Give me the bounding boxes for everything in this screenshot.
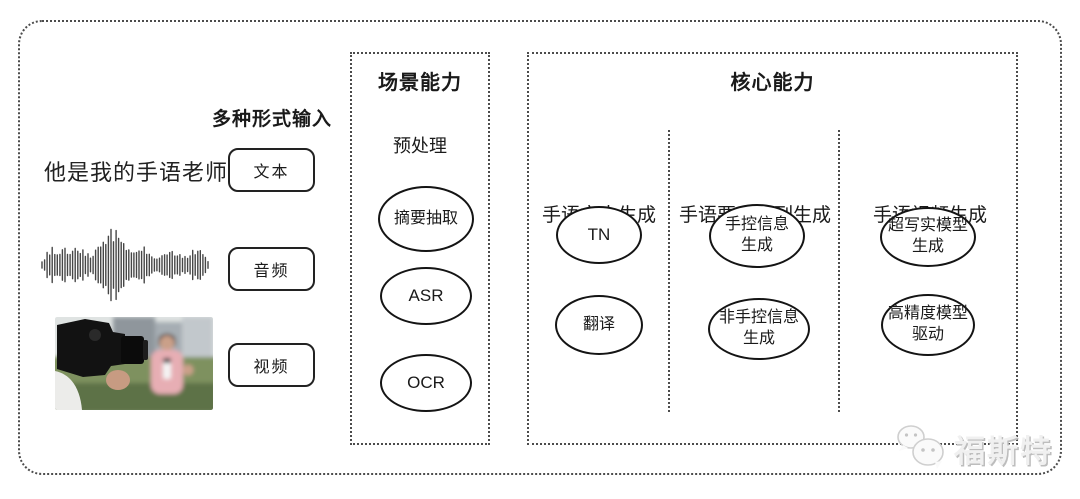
- input-box-text: 文本: [228, 148, 315, 192]
- node-tn: TN: [556, 206, 642, 264]
- input-box-video-label: 视频: [253, 359, 290, 376]
- input-box-audio: 音频: [228, 247, 315, 291]
- watermark: 福斯特: [894, 424, 1053, 472]
- column-divider-1: [668, 130, 670, 412]
- input-section-header: 多种形式输入: [212, 109, 333, 130]
- node-summary-extraction: 摘要抽取: [378, 186, 474, 252]
- core-panel-title: 核心能力: [730, 72, 815, 94]
- node-translation: 翻译: [555, 295, 643, 355]
- chat-bubbles-icon: [897, 425, 944, 469]
- node-translation-label: 翻译: [582, 315, 615, 333]
- node-manual-info-generation-label: 手控信息生成: [724, 216, 789, 254]
- column-divider-2: [838, 130, 840, 412]
- node-summary-extraction-label: 摘要抽取: [393, 209, 458, 227]
- input-box-text-label: 文本: [253, 164, 290, 181]
- node-non-manual-info-generation: 非手控信息生成: [708, 298, 810, 360]
- node-ocr-label: OCR: [407, 372, 445, 392]
- node-manual-info-generation: 手控信息生成: [709, 204, 805, 268]
- node-non-manual-info-generation-label: 非手控信息生成: [718, 309, 799, 347]
- node-asr: ASR: [380, 267, 472, 325]
- sample-sentence: 他是我的手语老师: [44, 160, 229, 185]
- audio-waveform-icon: [41, 228, 209, 302]
- node-ocr: OCR: [380, 354, 472, 412]
- reporter-interview-photo: [55, 317, 213, 410]
- node-high-precision-model-driving-label: 高精度模型驱动: [887, 305, 968, 343]
- node-tn-label: TN: [587, 224, 611, 244]
- input-box-video: 视频: [228, 343, 315, 387]
- node-asr-label: ASR: [408, 285, 444, 305]
- node-hyperrealistic-model-generation-label: 超写实模型生成: [887, 217, 968, 255]
- preprocess-label: 预处理: [393, 136, 447, 156]
- outer-frame: [18, 20, 1062, 475]
- scene-capability-panel: 场景能力 预处理 摘要抽取 ASR OCR: [350, 52, 490, 445]
- node-hyperrealistic-model-generation: 超写实模型生成: [880, 207, 976, 267]
- input-box-audio-label: 音频: [253, 263, 290, 280]
- scene-panel-title: 场景能力: [378, 72, 462, 94]
- camera-silhouette: [55, 319, 148, 410]
- watermark-text: 福斯特: [954, 433, 1053, 469]
- node-high-precision-model-driving: 高精度模型驱动: [881, 294, 975, 356]
- core-capability-panel: 核心能力 手语文本生成 手语要素序列生成 手语视频生成 TN 翻译 手控信息生成…: [527, 52, 1018, 445]
